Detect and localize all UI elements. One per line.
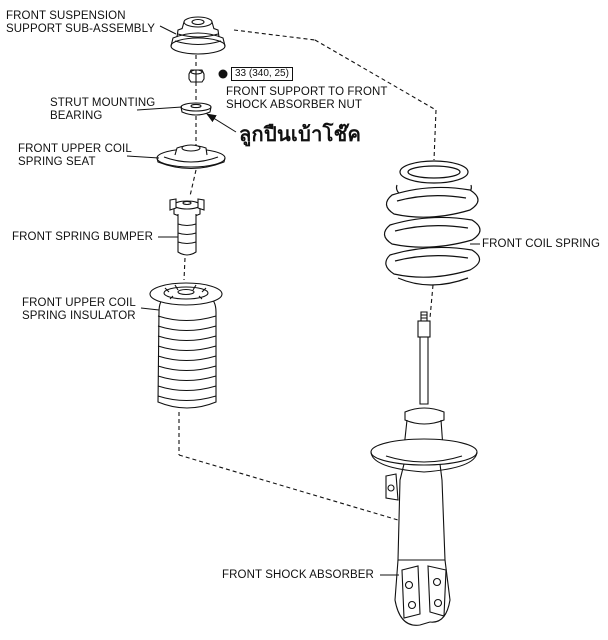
label-coil-spring: FRONT COIL SPRING (482, 238, 600, 250)
insulator-part (149, 282, 223, 409)
label-insulator: FRONT UPPER COIL SPRING INSULATOR (22, 297, 136, 322)
label-strut-mounting-bearing: STRUT MOUNTING BEARING (50, 97, 156, 122)
bearing-part (180, 102, 212, 116)
label-spring-seat: FRONT UPPER COIL SPRING SEAT (18, 143, 132, 168)
shock-absorber-part (370, 311, 478, 626)
label-spring-bumper: FRONT SPRING BUMPER (12, 231, 153, 243)
coil-spring-part (383, 160, 481, 286)
spring-seat-part (156, 144, 226, 169)
label-support-nut: FRONT SUPPORT TO FRONT SHOCK ABSORBER NU… (226, 86, 388, 111)
label-support-sub-assembly: FRONT SUSPENSION SUPPORT SUB-ASSEMBLY (6, 10, 155, 35)
leader-lines (126, 25, 480, 576)
label-shock-absorber: FRONT SHOCK ABSORBER (222, 569, 374, 581)
torque-spec-box: 33 (340, 25) (231, 67, 293, 81)
spring-bumper-part (169, 198, 205, 256)
filled-dot-icon (218, 69, 228, 79)
nut-part (188, 69, 205, 83)
label-bearing-thai: ลูกปืนเบ้าโช๊ค (239, 122, 362, 146)
assembly-lines (178, 29, 437, 521)
support-sub-assembly (170, 16, 226, 55)
